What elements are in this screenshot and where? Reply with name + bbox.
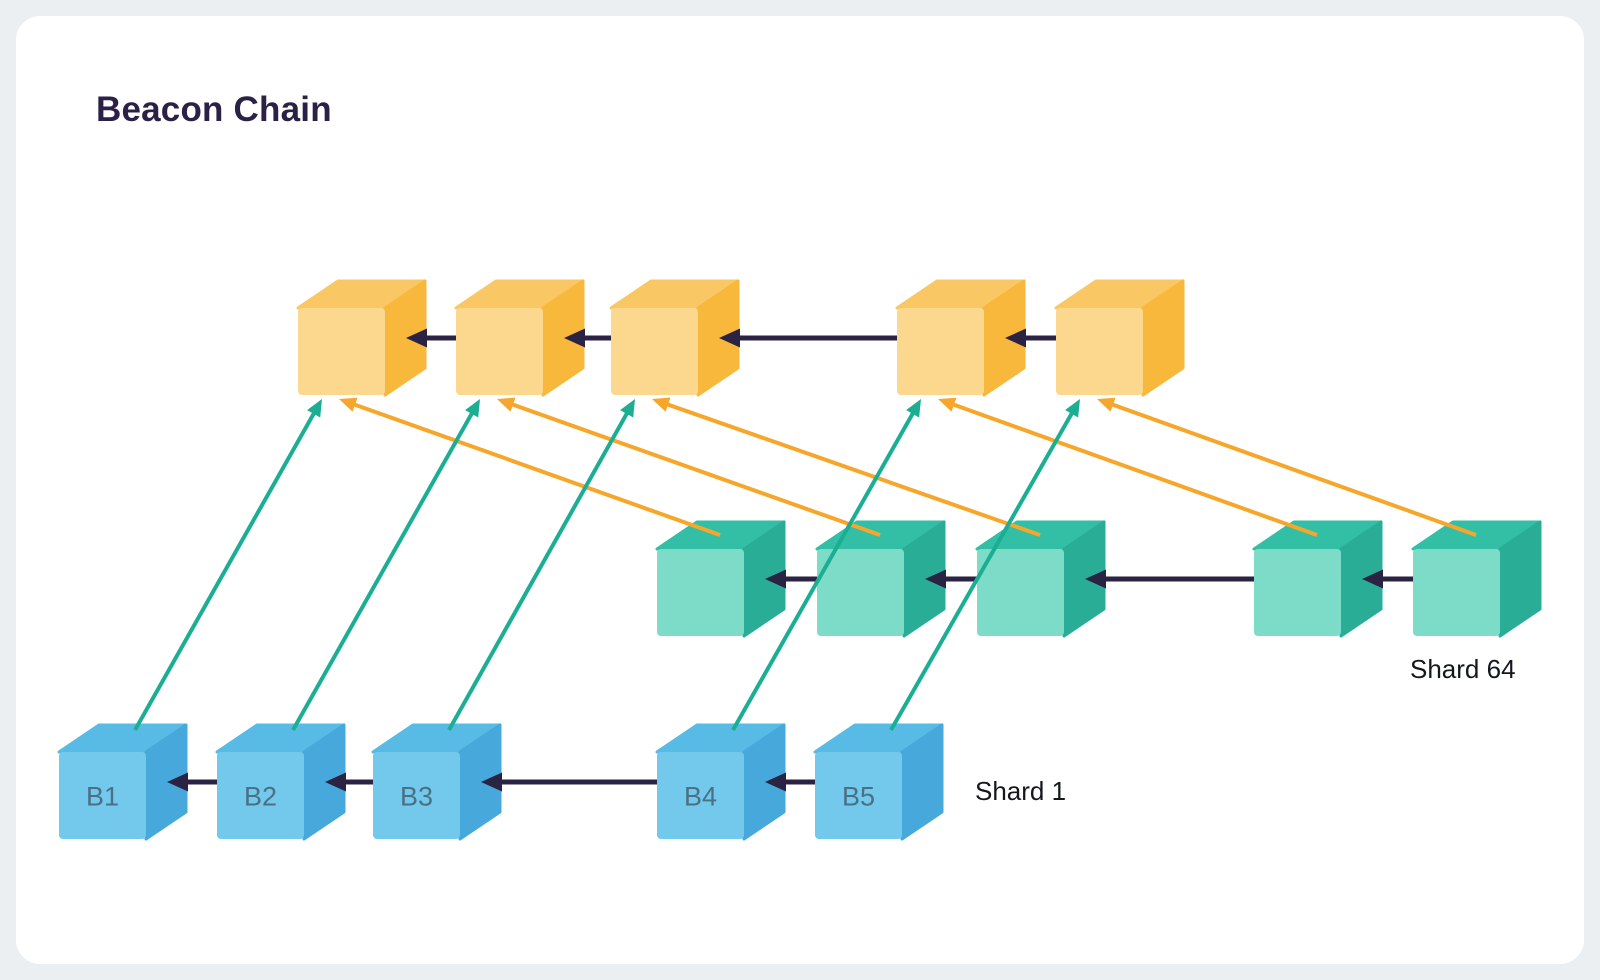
shard64-block-3 xyxy=(975,520,1106,638)
shard64-parent-link-2 xyxy=(925,569,977,589)
beacon-block-5-front-face xyxy=(1056,308,1143,395)
attestation-arrow-1-line xyxy=(133,405,320,731)
shard1-block-1-front-face xyxy=(59,752,146,839)
beacon-parent-link-3 xyxy=(719,328,897,348)
crosslink-arrow-1-head-icon xyxy=(339,397,358,412)
crosslink-arrow-5-head-icon xyxy=(1097,397,1116,412)
beacon-parent-link-3-head-icon xyxy=(719,328,740,348)
beacon-parent-link-2-head-icon xyxy=(564,328,585,348)
attestation-arrow-2-line xyxy=(291,405,478,731)
beacon-block-3 xyxy=(609,279,740,397)
attestation-arrow-5-head-icon xyxy=(1065,399,1080,418)
beacon-block-2-front-face xyxy=(456,308,543,395)
crosslink-arrow-1-line xyxy=(346,399,721,537)
shard64-parent-link-4 xyxy=(1362,569,1413,589)
crosslink-arrow-2-head-icon xyxy=(497,397,516,412)
shard1-parent-link-4 xyxy=(765,772,815,792)
beacon-block-5 xyxy=(1054,279,1185,397)
page-title: Beacon Chain xyxy=(96,90,332,129)
shard1-parent-link-1 xyxy=(167,772,217,792)
attestation-arrow-3 xyxy=(447,399,635,731)
shard1-block-2 xyxy=(215,723,346,841)
beacon-parent-link-1-head-icon xyxy=(406,328,427,348)
beacon-block-1-front-face xyxy=(298,308,385,395)
block-label-b4: B4 xyxy=(684,782,717,812)
shard64-block-5 xyxy=(1411,520,1542,638)
attestation-arrow-4-head-icon xyxy=(906,399,921,418)
shard64-block-4-front-face xyxy=(1254,549,1341,636)
shard1-block-5 xyxy=(813,723,944,841)
shard1-parent-link-1-head-icon xyxy=(167,772,188,792)
crosslink-arrow-4-head-icon xyxy=(938,397,957,412)
beacon-block-1 xyxy=(296,279,427,397)
crosslink-arrow-4-line xyxy=(945,399,1318,537)
attestation-arrow-5-line xyxy=(889,405,1078,731)
attestation-arrow-1-head-icon xyxy=(307,399,322,418)
crosslink-arrow-5 xyxy=(1097,397,1477,537)
shard64-parent-link-3 xyxy=(1085,569,1254,589)
shard64-block-3-front-face xyxy=(977,549,1064,636)
attestation-arrow-1 xyxy=(133,399,322,731)
shard1-parent-link-4-head-icon xyxy=(765,772,786,792)
crosslink-arrow-3-line xyxy=(659,399,1041,537)
shard64-block-2 xyxy=(815,520,946,638)
shard1-parent-link-3 xyxy=(481,772,657,792)
beacon-block-2 xyxy=(454,279,585,397)
shard64-block-5-front-face xyxy=(1413,549,1500,636)
shard64-parent-link-4-head-icon xyxy=(1362,569,1383,589)
block-label-b5: B5 xyxy=(842,782,875,812)
attestation-arrow-3-head-icon xyxy=(620,399,635,418)
shard1-block-5-front-face xyxy=(815,752,902,839)
beacon-block-4 xyxy=(895,279,1026,397)
shard1-block-2-front-face xyxy=(217,752,304,839)
shard64-block-2-front-face xyxy=(817,549,904,636)
crosslink-arrow-1 xyxy=(339,397,721,537)
crosslink-arrow-3 xyxy=(652,397,1041,537)
shard64-parent-link-1 xyxy=(765,569,817,589)
shard64-block-1-front-face xyxy=(657,549,744,636)
block-label-b2: B2 xyxy=(244,782,277,812)
crosslink-arrow-4 xyxy=(938,397,1318,537)
shard64-block-4 xyxy=(1252,520,1383,638)
attestation-arrow-3-line xyxy=(447,405,633,731)
shard64-parent-link-1-head-icon xyxy=(765,569,786,589)
beacon-parent-link-4 xyxy=(1005,328,1056,348)
beacon-parent-link-2 xyxy=(564,328,611,348)
attestation-arrow-5 xyxy=(889,399,1080,731)
attestation-arrow-2 xyxy=(291,399,480,731)
attestation-arrow-4-line xyxy=(731,405,919,731)
beacon-parent-link-1 xyxy=(406,328,456,348)
shard1-block-3-front-face xyxy=(373,752,460,839)
beacon-parent-link-4-head-icon xyxy=(1005,328,1026,348)
shard1-label: Shard 1 xyxy=(975,776,1066,806)
block-label-b3: B3 xyxy=(400,782,433,812)
crosslink-arrow-2 xyxy=(497,397,881,537)
beacon-block-4-front-face xyxy=(897,308,984,395)
shard64-parent-link-3-head-icon xyxy=(1085,569,1106,589)
crosslink-arrow-5-line xyxy=(1104,399,1477,537)
shard1-block-3 xyxy=(371,723,502,841)
shard64-label: Shard 64 xyxy=(1410,654,1516,684)
block-label-b1: B1 xyxy=(86,782,119,812)
beacon-block-3-front-face xyxy=(611,308,698,395)
shard1-parent-link-3-head-icon xyxy=(481,772,502,792)
shard1-block-4 xyxy=(655,723,786,841)
shard1-parent-link-2 xyxy=(325,772,373,792)
attestation-arrow-4 xyxy=(731,399,921,731)
attestation-arrow-2-head-icon xyxy=(465,399,480,418)
shard64-parent-link-2-head-icon xyxy=(925,569,946,589)
crosslink-arrow-2-line xyxy=(504,399,881,537)
shard1-block-1 xyxy=(57,723,188,841)
shard1-parent-link-2-head-icon xyxy=(325,772,346,792)
crosslink-arrow-3-head-icon xyxy=(652,397,671,412)
shard64-block-1 xyxy=(655,520,786,638)
shard1-block-4-front-face xyxy=(657,752,744,839)
